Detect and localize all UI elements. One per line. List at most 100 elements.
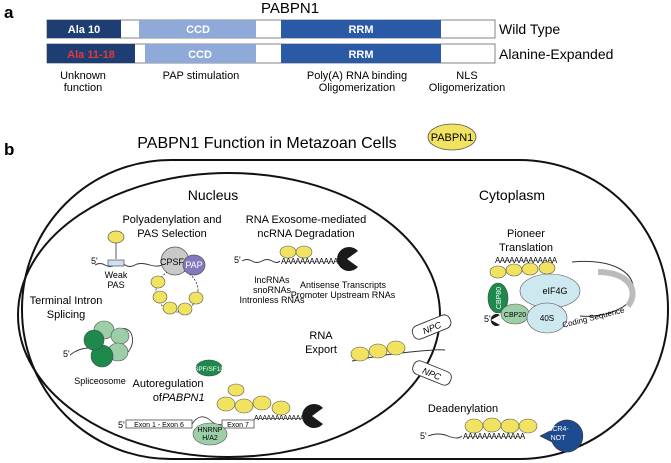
polya-tail: AAAAAAAAAAAAA <box>254 415 309 422</box>
spliceosome-subunit <box>110 327 130 345</box>
cell-membrane <box>21 159 669 460</box>
polya-tail: AAAAAAAAAAAAA <box>495 256 558 265</box>
rrm-function-line1: Poly(A) RNA binding <box>307 70 407 82</box>
exp-rrm-label: RRM <box>348 49 373 61</box>
exon7-box <box>221 419 255 429</box>
nucleus-label: Nucleus <box>188 187 239 203</box>
polyadenylation-title-1: Polyadenylation and <box>122 214 221 226</box>
exp-ala-label: Ala 11-18 <box>67 49 115 61</box>
pabpn1-protein <box>234 398 254 414</box>
polyadenylation-module: Polyadenylation and PAS Selection 5' Wea… <box>91 214 222 316</box>
eif4g-label: eIF4G <box>542 286 567 296</box>
nls-line2: Oligomerization <box>429 82 505 94</box>
rrm-function-line2: Oligomerization <box>319 82 395 94</box>
wt-rrm-domain <box>281 20 441 38</box>
40s-label: 40S <box>540 314 554 323</box>
panel-a-letter: a <box>4 3 14 22</box>
pabpn1-protein <box>152 290 168 304</box>
five-prime-label: 5' <box>420 431 427 441</box>
export-title-1: RNA <box>309 330 333 342</box>
pabpn1-protein <box>350 346 370 362</box>
polya-tail: AAAAAAAAAAAAA <box>281 257 344 266</box>
panel-b-letter: b <box>4 140 14 159</box>
weak-pas-label-1: Weak <box>105 270 128 280</box>
unknown-line2: function <box>64 82 103 94</box>
exon1-6-label: Exon 1 - Exon 6 <box>134 422 184 429</box>
pabpn1-protein <box>386 340 406 356</box>
pabpn1-protein <box>482 417 502 433</box>
pioneer-translation-module: Pioneer Translation AAAAAAAAAAAAA eIF4G … <box>484 228 636 334</box>
ccr4-label-1: CCR4- <box>547 426 569 433</box>
cbp80-label: CBP80 <box>496 287 503 309</box>
splicing-title-2: Splicing <box>47 309 86 321</box>
splicing-module: Terminal Intron Splicing 5' Spliceosome <box>30 295 133 386</box>
pabpn1-protein <box>227 383 245 397</box>
wt-ala-label: Ala 10 <box>68 24 100 36</box>
ribosome-40s <box>526 302 568 334</box>
autoreg-title-1: Autoregulation <box>133 378 204 390</box>
pabpn1-protein <box>279 245 297 259</box>
spliceosome-label: Spliceosome <box>74 376 126 386</box>
pap-label: PAP <box>185 260 202 270</box>
lncrna-label: lncRNAs <box>254 275 290 285</box>
cytoplasm-label: Cytoplasm <box>479 187 545 203</box>
ccr4-label-2: NOT <box>551 435 567 442</box>
exon7-label: Exon 7 <box>227 422 249 429</box>
cbp20-label: CBP20 <box>504 312 526 319</box>
pabpn1-protein <box>252 395 272 411</box>
deadenylation-mrna <box>427 433 463 439</box>
deadenylation-title: Deadenylation <box>428 403 498 415</box>
export-module: RNA Export NPC NPC <box>305 314 452 386</box>
exosome-pacman <box>302 404 323 428</box>
autoregulation-module: Autoregulation of PABPN1 SPF/SF1b 5' Exo… <box>118 359 323 446</box>
five-prime-label: 5' <box>63 349 70 359</box>
hnrnp-label-2: H/A2 <box>202 435 218 442</box>
pabpn1-protein <box>505 263 523 277</box>
cpsf-label: CPSF <box>160 257 185 267</box>
coding-sequence-label: Coding Sequence <box>561 305 625 329</box>
export-title-2: Export <box>305 344 337 356</box>
pap-stimulation-label: PAP stimulation <box>163 70 240 82</box>
five-prime-label: 5' <box>118 420 125 430</box>
exosome-pacman <box>337 247 358 272</box>
ncrna-strand <box>241 259 281 263</box>
splicing-title-1: Terminal Intron <box>30 295 103 307</box>
exp-ala-domain <box>47 44 135 63</box>
wt-ccd-domain <box>139 20 256 38</box>
pabpn1-protein <box>368 343 388 359</box>
pabpn1-protein <box>271 400 291 416</box>
nucleus-envelope <box>17 172 441 458</box>
ccr4-not-complex <box>539 419 584 453</box>
spf-sf1b-protein <box>195 359 223 377</box>
exp-ccd-domain <box>145 44 256 63</box>
wt-rrm-label: RRM <box>348 24 373 36</box>
weak-pas-label-2: PAS <box>107 280 124 290</box>
pabpn1-protein <box>518 418 538 434</box>
exosome-module: RNA Exosome-mediated ncRNA Degradation 5… <box>234 214 396 305</box>
npc-top: NPC <box>411 314 452 340</box>
pap-enzyme <box>182 254 206 276</box>
cbp80-protein <box>487 282 509 314</box>
pioneer-title-1: Pioneer <box>507 228 545 240</box>
pabpn1-protein <box>177 302 193 316</box>
autoreg-title-2: of <box>153 392 163 404</box>
five-prime-label: 5' <box>484 314 491 324</box>
panel-b-title: PABPN1 Function in Metazoan Cells <box>137 135 396 152</box>
pabpn1-legend-label: PABPN1 <box>431 132 474 144</box>
promoter-upstream-label: Promoter Upstream RNAs <box>291 290 396 300</box>
nls-line1: NLS <box>456 70 477 82</box>
spf-sf1b-label: SPF/SF1b <box>194 366 224 373</box>
polya-tail: AAAAAAAAAAAAA <box>463 432 526 441</box>
pabpn1-protein <box>521 262 539 276</box>
autoreg-gene: PABPN1 <box>162 392 205 404</box>
pabpn1-protein <box>295 245 313 259</box>
deadenylation-module: Deadenylation 5' AAAAAAAAAAAAA CCR4- NOT <box>420 403 584 453</box>
coding-sequence-band <box>597 269 636 308</box>
pabpn1-protein <box>162 301 178 315</box>
five-prime-label: 5' <box>234 255 241 265</box>
intronless-label: Intronless RNAs <box>239 295 305 305</box>
cap-structure <box>490 314 500 327</box>
pabpn1-protein <box>188 291 204 305</box>
pabpn1-protein <box>216 396 236 412</box>
pabpn1-protein <box>107 230 125 244</box>
